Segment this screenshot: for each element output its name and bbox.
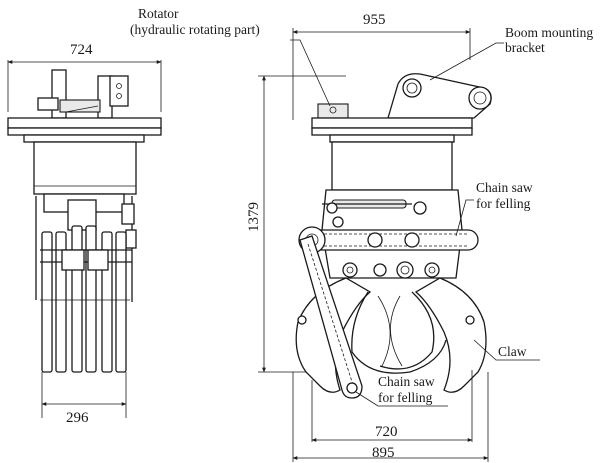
bottom-chain-saw (299, 235, 363, 399)
boom-bracket (317, 73, 492, 119)
chainsaw-top-label-line1: Chain saw (476, 180, 533, 195)
side-claws (35, 193, 137, 373)
side-view: 724 (7, 42, 162, 426)
front-claw-outer-width-dim: 895 (372, 445, 395, 461)
chainsaw-top-label-line2: for felling (476, 196, 531, 211)
rotator-label-line1: Rotator (138, 6, 179, 21)
boom-label-line2: bracket (505, 40, 545, 55)
side-bracket (37, 69, 129, 119)
side-rotator (7, 117, 162, 195)
front-top-width-dim: 955 (363, 12, 386, 28)
side-bottom-width-dim: 296 (66, 410, 89, 426)
front-claw-inner-width-dim: 720 (375, 424, 398, 440)
front-view: 955 1379 (246, 12, 492, 462)
side-top-width-dim: 724 (70, 42, 93, 58)
front-rotator (311, 117, 473, 191)
claw-pins (342, 261, 440, 279)
rotator-label-line2: (hydraulic rotating part) (130, 22, 260, 37)
chainsaw-bottom-label-line1: Chain saw (378, 374, 435, 389)
callouts: Rotator (hydraulic rotating part) Boom m… (130, 6, 593, 407)
top-chain-saw (298, 226, 479, 254)
chainsaw-bottom-label-line2: for felling (378, 390, 433, 405)
front-height-dim: 1379 (246, 202, 262, 232)
claw-label: Claw (498, 344, 527, 359)
boom-label-line1: Boom mounting (505, 25, 593, 40)
